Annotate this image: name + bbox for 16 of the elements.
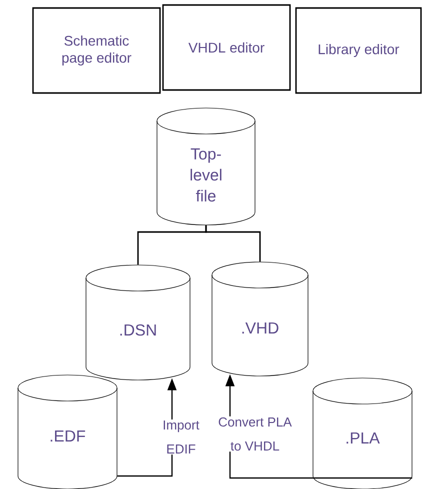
editor-box: Schematic page editor — [32, 7, 161, 94]
editor-box: VHDL editor — [162, 4, 291, 91]
node-label: .EDF — [50, 430, 86, 442]
edge-label: Import EDIF — [160, 420, 202, 454]
editor-box: Library editor — [295, 7, 422, 94]
node-label: .DSN — [120, 324, 156, 336]
connector-line — [205, 225, 261, 262]
edge-label: Convert PLA to VHDL — [214, 416, 296, 452]
node-label: .PLA — [346, 432, 380, 444]
file-cylinder: Top-level file — [156, 108, 256, 226]
node-label: .VHD — [242, 322, 278, 334]
node-label: Top-level file — [190, 148, 222, 202]
file-cylinder: .PLA — [312, 378, 412, 489]
file-cylinder: .EDF — [18, 374, 118, 489]
file-cylinder: .VHD — [212, 262, 308, 376]
file-cylinder: .DSN — [86, 264, 190, 380]
